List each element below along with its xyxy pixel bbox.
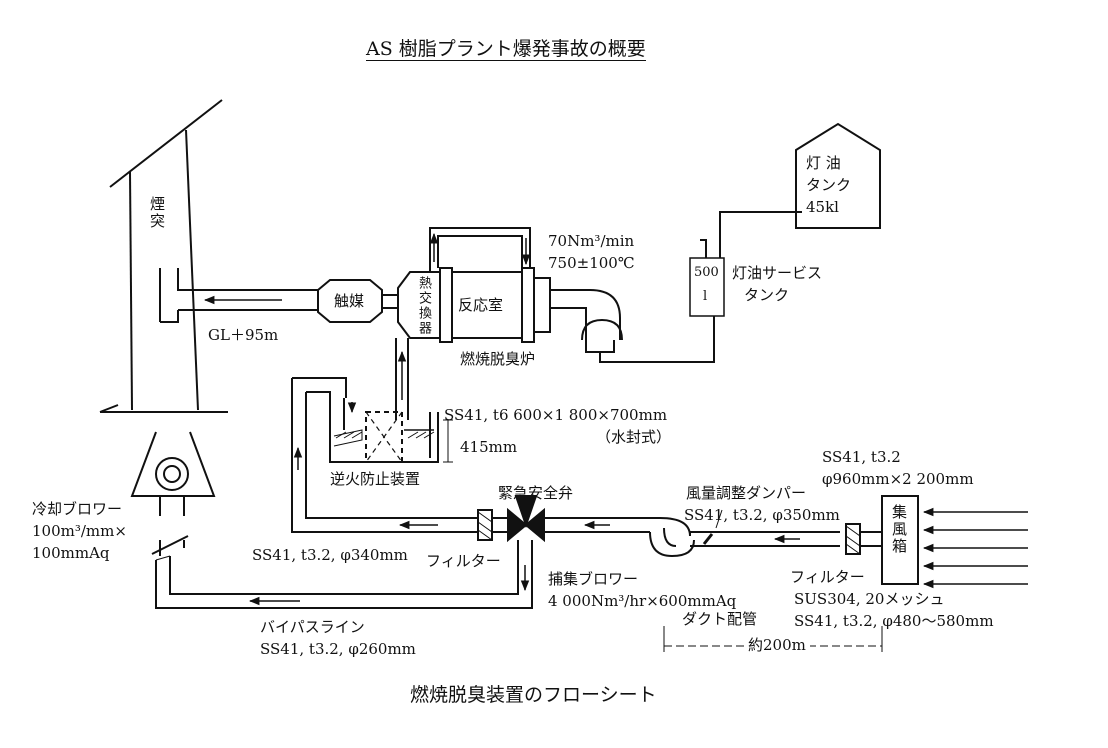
- catalyst-label: 触媒: [334, 292, 365, 310]
- kerosene-tank-line-1: 灯 油: [806, 154, 841, 172]
- collection-blower-line-1: 捕集ブロワー: [548, 570, 639, 588]
- main-duct: [560, 509, 840, 558]
- emergency-valve-label: 緊急安全弁: [498, 484, 574, 502]
- service-tank-capacity: 500: [694, 265, 719, 280]
- service-tank-label-2: タンク: [744, 286, 790, 304]
- riser: [395, 338, 409, 420]
- duct-spec: SS41, t3.2, φ480～580mm: [794, 612, 994, 630]
- cooling-blower-line-2: 100m³/mm×: [32, 522, 127, 540]
- gl-label: GL＋95m: [208, 326, 279, 344]
- return-line-spec: SS41, t3.2, φ340mm: [252, 546, 408, 564]
- filter-left-label: フィルター: [426, 552, 501, 570]
- service-tank-label-1: 灯油サービス: [732, 264, 823, 282]
- kerosene-tank-line-2: タンク: [806, 176, 852, 194]
- filter-mesh: SUS304, 20メッシュ: [794, 590, 945, 608]
- flashback-type: （水封式）: [596, 428, 672, 446]
- chimney-label: 煙突: [148, 196, 166, 230]
- kerosene-tank: [795, 122, 881, 229]
- seal-depth: 415mm: [460, 438, 518, 456]
- temperature: 750±100℃: [548, 254, 635, 272]
- exchanger-loop: [429, 227, 531, 272]
- collection-box-spec-1: SS41, t3.2: [822, 448, 901, 466]
- duct-label: ダクト配管: [682, 610, 758, 628]
- bypass-line-2: SS41, t3.2, φ260mm: [260, 640, 416, 658]
- emergency-valve: [477, 495, 560, 543]
- cooling-blower-line-3: 100mmAq: [32, 544, 110, 562]
- bypass-line: [155, 540, 533, 609]
- diagram-caption: 燃焼脱臭装置のフローシート: [410, 684, 657, 706]
- service-tank-unit: l: [703, 289, 708, 304]
- kerosene-line: [599, 211, 802, 363]
- collection-box: [845, 495, 1028, 589]
- catalyst-unit: [317, 279, 398, 323]
- collection-box-spec-2: φ960mm×2 200mm: [822, 470, 974, 488]
- cooling-blower-line-1: 冷却ブロワー: [32, 500, 123, 518]
- page-title: AS 樹脂プラント爆発事故の概要: [366, 38, 646, 61]
- heat-exchanger-label: 熱交換器: [416, 276, 431, 336]
- damper-line-1: 風量調整ダンパー: [686, 484, 807, 502]
- kerosene-tank-line-3: 45kl: [806, 198, 839, 216]
- filter-right-label: フィルター: [790, 568, 865, 586]
- flashback-spec: SS41, t6 600×1 800×700mm: [444, 406, 668, 424]
- flow-rate: 70Nm³/min: [548, 232, 635, 250]
- cooling-blower: [130, 431, 216, 556]
- bypass-line-1: バイパスライン: [260, 618, 365, 636]
- duct-length: 約200m: [744, 636, 810, 654]
- damper-line-2: SS41, t3.2, φ350mm: [684, 506, 840, 524]
- collection-box-label: 集風箱: [890, 504, 908, 555]
- flashback-device: [329, 398, 453, 463]
- collection-blower-line-2: 4 000Nm³/hr×600mmAq: [548, 592, 737, 610]
- outlet-duct: [159, 268, 318, 323]
- return-line: [291, 377, 478, 533]
- flashback-device-label: 逆火防止装置: [330, 470, 421, 488]
- chimney: [99, 99, 228, 413]
- reaction-chamber-label: 反応室: [458, 296, 504, 314]
- furnace-label: 燃焼脱臭炉: [460, 350, 536, 368]
